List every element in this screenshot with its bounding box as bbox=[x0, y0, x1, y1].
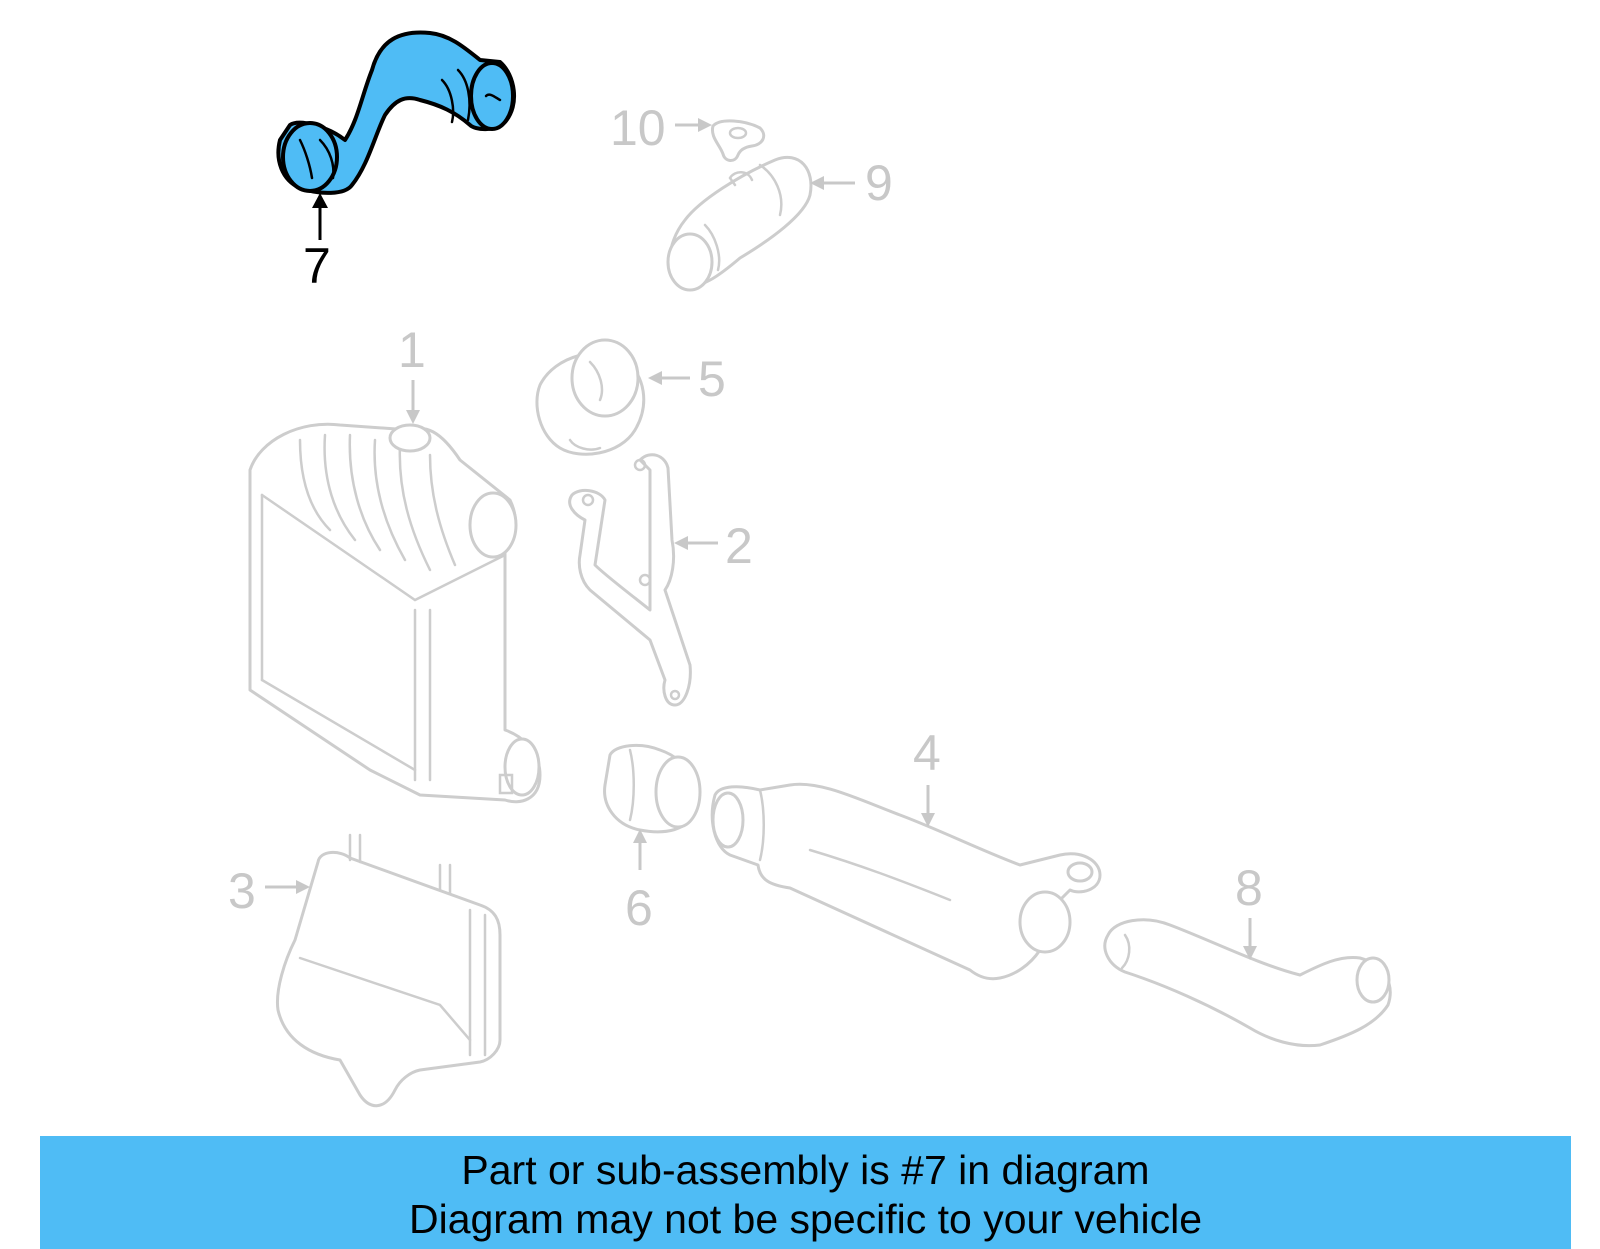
arrow-5 bbox=[648, 371, 690, 385]
part-3-shroud[interactable] bbox=[275, 833, 502, 1108]
callout-6[interactable]: 6 bbox=[625, 880, 653, 936]
banner-line-disclaimer: Diagram may not be specific to your vehi… bbox=[408, 1196, 1202, 1242]
callout-5[interactable]: 5 bbox=[698, 351, 726, 407]
callout-10[interactable]: 10 bbox=[610, 100, 666, 156]
callout-7[interactable]: 7 bbox=[303, 238, 331, 294]
arrow-1 bbox=[406, 380, 420, 424]
arrow-6 bbox=[633, 829, 647, 870]
arrow-3 bbox=[265, 880, 310, 894]
part-10-gasket[interactable] bbox=[710, 119, 766, 162]
callout-1[interactable]: 1 bbox=[398, 322, 426, 378]
callout-2[interactable]: 2 bbox=[725, 518, 753, 574]
callout-3[interactable]: 3 bbox=[228, 863, 256, 919]
banner-line-part: Part or sub-assembly is #7 in diagram bbox=[461, 1147, 1150, 1193]
arrow-9 bbox=[810, 176, 855, 190]
part-5-coupler[interactable] bbox=[535, 338, 646, 456]
info-banner: Part or sub-assembly is #7 in diagram Di… bbox=[40, 1136, 1571, 1249]
part-2-bracket[interactable] bbox=[568, 453, 692, 707]
arrow-7 bbox=[312, 193, 328, 240]
arrow-4 bbox=[921, 785, 935, 827]
arrow-2 bbox=[674, 536, 718, 550]
part-4-pipe[interactable] bbox=[710, 782, 1102, 981]
arrow-8 bbox=[1243, 918, 1257, 960]
callout-9[interactable]: 9 bbox=[865, 155, 893, 211]
arrow-10 bbox=[675, 118, 712, 132]
part-1-intercooler[interactable] bbox=[248, 422, 542, 804]
part-7-hose[interactable] bbox=[276, 30, 517, 195]
part-9-tube[interactable] bbox=[666, 156, 813, 292]
part-8-hose[interactable] bbox=[1103, 918, 1392, 1048]
callout-4[interactable]: 4 bbox=[913, 725, 941, 781]
callout-8[interactable]: 8 bbox=[1235, 860, 1263, 916]
part-6-coupler[interactable] bbox=[603, 743, 702, 834]
